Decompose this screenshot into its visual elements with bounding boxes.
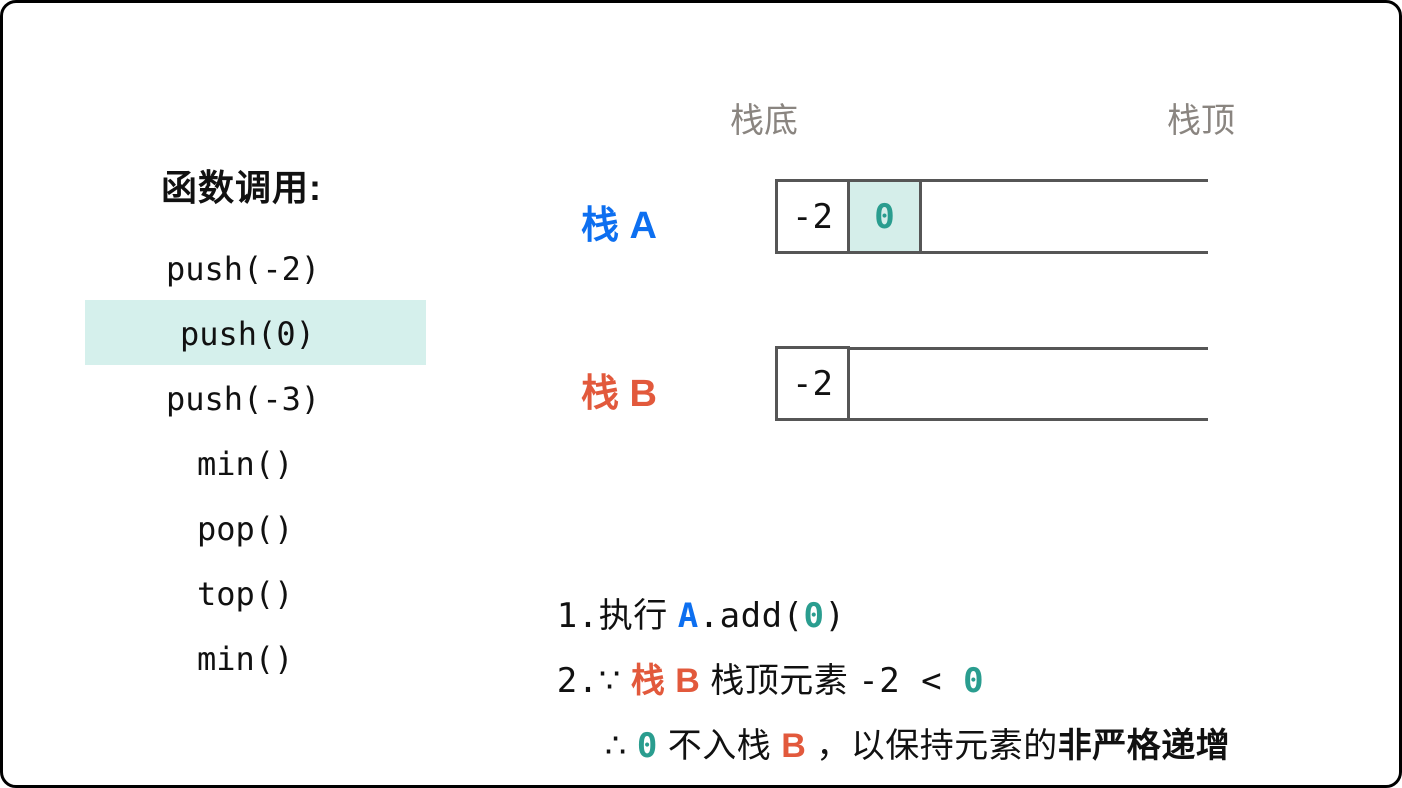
function-call-item: push(-2) [166,250,321,288]
function-call-item-active: push(0) [180,315,315,353]
stack-b-track-top-line [775,347,1208,350]
therefore-symbol: ∴ [604,727,637,765]
stack-bottom-label: 栈底 [730,102,798,140]
note3-text-2: ，以保持元素的 [806,727,1058,765]
because-symbol: ∵ [598,662,631,700]
stack-a-cell-0: -2 [775,179,850,254]
function-call-item: pop() [197,510,294,548]
stack-a-label: 栈 A [581,205,658,247]
note-line-3: ∴ 0 不入栈 B ，以保持元素的非严格递增 [565,679,1231,785]
note1-value-zero: 0 [803,596,825,636]
note2-text: 栈顶元素 [700,662,859,700]
note-line-2: 2.∵ 栈 B 栈顶元素 -2 < 0 [517,614,984,741]
active-call-highlight [85,300,426,365]
note3-text: 不入栈 [657,727,782,765]
stack-a-cell-1-highlighted: 0 [847,179,922,254]
note1-text: 执行 [598,597,678,635]
function-calls-title: 函数调用: [161,167,322,208]
stack-b-label: 栈 B [581,373,658,415]
note-line-1: 1.执行 A.add(0) [517,549,846,676]
note1-number: 1. [556,596,599,636]
function-call-item: min() [197,640,294,678]
note3-value-zero: 0 [636,726,658,766]
note1-stack-a-ref: A [677,596,699,636]
function-call-item: top() [197,575,294,613]
stack-b-track-bottom-line [775,418,1208,421]
stack-b-cell-0: -2 [775,346,850,421]
stack-top-label: 栈顶 [1167,102,1235,140]
note2-comparison: -2 < [858,661,964,701]
note2-value-zero: 0 [963,661,985,701]
function-call-item: min() [197,445,294,483]
note3-emphasis: 非严格递增 [1057,727,1231,765]
note1-code-close: ) [824,596,846,636]
function-call-item: push(-3) [166,380,321,418]
note2-stack-b-ref: 栈 B [630,662,701,700]
stack-a-track-bottom-line [775,251,1208,254]
note1-code: .add( [698,596,804,636]
stack-a-track-top-line [775,179,1208,182]
note3-stack-b-ref: B [781,727,807,765]
note2-number: 2. [556,661,599,701]
